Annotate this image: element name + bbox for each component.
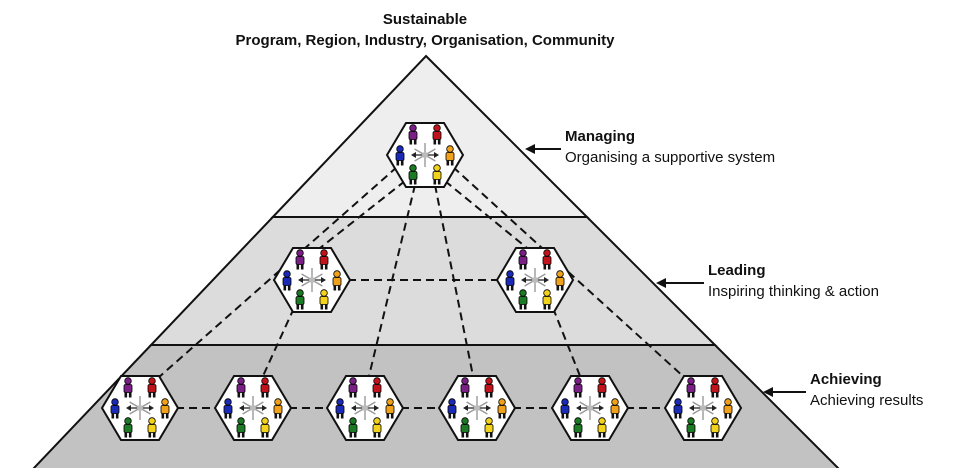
person-icon <box>505 270 515 291</box>
person-icon <box>497 398 507 419</box>
person-icon <box>123 377 133 398</box>
person-icon <box>460 417 470 438</box>
person-icon <box>223 398 233 419</box>
level-achieving-description: Achieving results <box>810 392 924 409</box>
level-leading-title: Leading <box>708 262 766 279</box>
person-icon <box>385 398 395 419</box>
level-managing-description: Organising a supportive system <box>565 149 776 166</box>
person-icon <box>573 417 583 438</box>
person-icon <box>335 398 345 419</box>
pyramid-title-line2: Program, Region, Industry, Organisation,… <box>235 32 615 49</box>
team-achieving-4 <box>550 375 630 441</box>
person-icon <box>555 270 565 291</box>
person-icon <box>260 377 270 398</box>
person-icon <box>260 417 270 438</box>
person-icon <box>686 417 696 438</box>
person-icon <box>282 270 292 291</box>
person-icon <box>236 417 246 438</box>
pyramid-title-line1: Sustainable <box>382 11 468 28</box>
person-icon <box>432 164 442 185</box>
person-icon <box>447 398 457 419</box>
person-icon <box>348 377 358 398</box>
team-achieving-1 <box>213 375 293 441</box>
team-achieving-2 <box>325 375 405 441</box>
person-icon <box>710 417 720 438</box>
link-mgr-lead-0 <box>319 180 406 249</box>
person-icon <box>372 377 382 398</box>
person-icon <box>484 417 494 438</box>
person-icon <box>273 398 283 419</box>
person-icon <box>147 377 157 398</box>
person-icon <box>610 398 620 419</box>
pointer-arrow-icon <box>656 278 704 288</box>
team-leading-1 <box>495 247 575 313</box>
person-icon <box>147 417 157 438</box>
person-icon <box>542 249 552 270</box>
person-icon <box>560 398 570 419</box>
person-icon <box>710 377 720 398</box>
person-icon <box>673 398 683 419</box>
link-mgr-ach-2 <box>368 184 416 377</box>
team-managing-0 <box>385 122 465 188</box>
person-icon <box>395 145 405 166</box>
person-icon <box>460 377 470 398</box>
pointer-arrow-icon <box>763 387 806 397</box>
person-icon <box>408 164 418 185</box>
person-icon <box>518 249 528 270</box>
person-icon <box>332 270 342 291</box>
label-pointers <box>525 144 806 397</box>
person-icon <box>408 124 418 145</box>
person-icon <box>319 289 329 310</box>
person-icon <box>542 289 552 310</box>
level-managing-title: Managing <box>565 128 635 145</box>
link-mgr-lead-1 <box>444 180 528 249</box>
team-achieving-0 <box>100 375 180 441</box>
team-achieving-3 <box>437 375 517 441</box>
person-icon <box>372 417 382 438</box>
team-leading-0 <box>272 247 352 313</box>
level-achieving-title: Achieving <box>810 371 882 388</box>
person-icon <box>123 417 133 438</box>
team-achieving-5 <box>663 375 743 441</box>
person-icon <box>432 124 442 145</box>
person-icon <box>597 417 607 438</box>
pointer-arrow-icon <box>525 144 561 154</box>
person-icon <box>723 398 733 419</box>
person-icon <box>319 249 329 270</box>
level-leading-description: Inspiring thinking & action <box>708 283 879 300</box>
person-icon <box>348 417 358 438</box>
person-icon <box>236 377 246 398</box>
person-icon <box>295 249 305 270</box>
team-hexagons <box>100 122 743 441</box>
person-icon <box>518 289 528 310</box>
person-icon <box>484 377 494 398</box>
link-mgr-ach-3 <box>434 184 474 377</box>
person-icon <box>160 398 170 419</box>
person-icon <box>445 145 455 166</box>
person-icon <box>597 377 607 398</box>
person-icon <box>110 398 120 419</box>
person-icon <box>686 377 696 398</box>
person-icon <box>295 289 305 310</box>
person-icon <box>573 377 583 398</box>
